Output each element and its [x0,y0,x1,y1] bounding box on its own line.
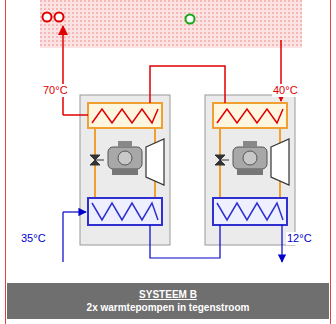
temperature-label: 40°C [272,84,299,97]
temperature-label: 12°C [286,232,313,245]
system-caption: 2x warmtepompen in tegenstroom [7,301,329,314]
caption-bar: SYSTEEM B2x warmtepompen in tegenstroom [7,283,329,319]
temperature-label: 35°C [20,232,47,245]
system-title: SYSTEEM B [7,288,329,301]
temperature-label: 70°C [42,84,69,97]
